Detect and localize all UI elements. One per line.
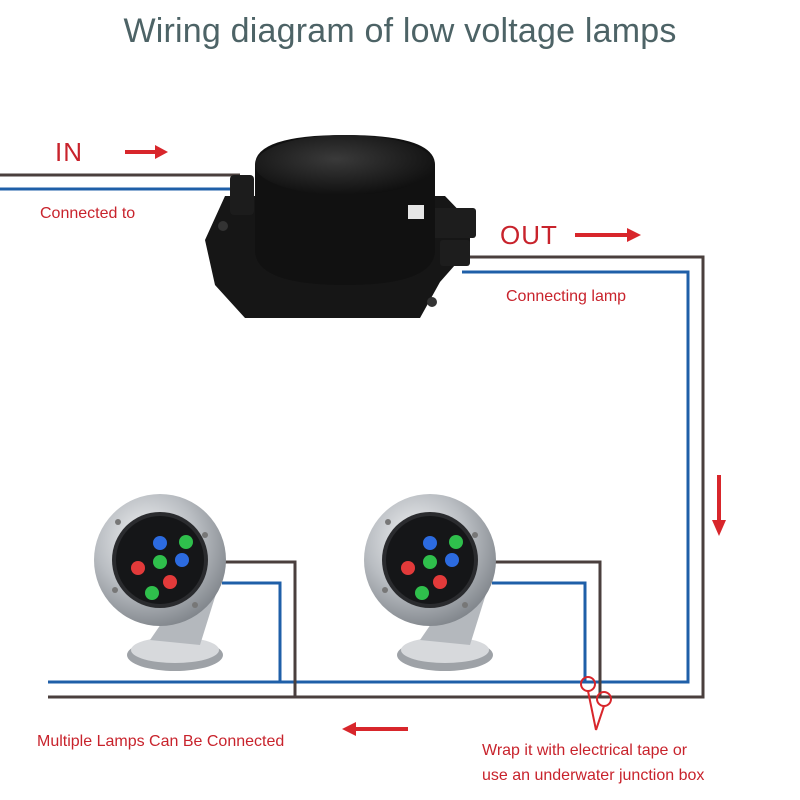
junction-circle-icon [580, 676, 612, 731]
page-title: Wiring diagram of low voltage lamps [123, 12, 677, 50]
underwater-lamp-icon [364, 494, 496, 671]
arrow-left-icon [342, 722, 408, 736]
output-wires [48, 255, 705, 699]
underwater-lamp-icon [94, 494, 226, 671]
input-wires [0, 173, 240, 191]
arrow-right-icon [125, 145, 168, 159]
wrap-tape-label: Wrap it with electrical tape or [482, 742, 688, 759]
junction-box-label: use an underwater junction box [482, 767, 705, 784]
in-label: IN [55, 137, 83, 167]
arrow-down-icon [712, 475, 726, 536]
connected-to-label: Connected to [40, 205, 136, 222]
connecting-lamp-label: Connecting lamp [506, 288, 627, 305]
out-label: OUT [500, 220, 558, 250]
transformer-icon [205, 135, 476, 318]
arrow-right-icon [575, 228, 641, 242]
multiple-lamps-label: Multiple Lamps Can Be Connected [37, 733, 285, 750]
